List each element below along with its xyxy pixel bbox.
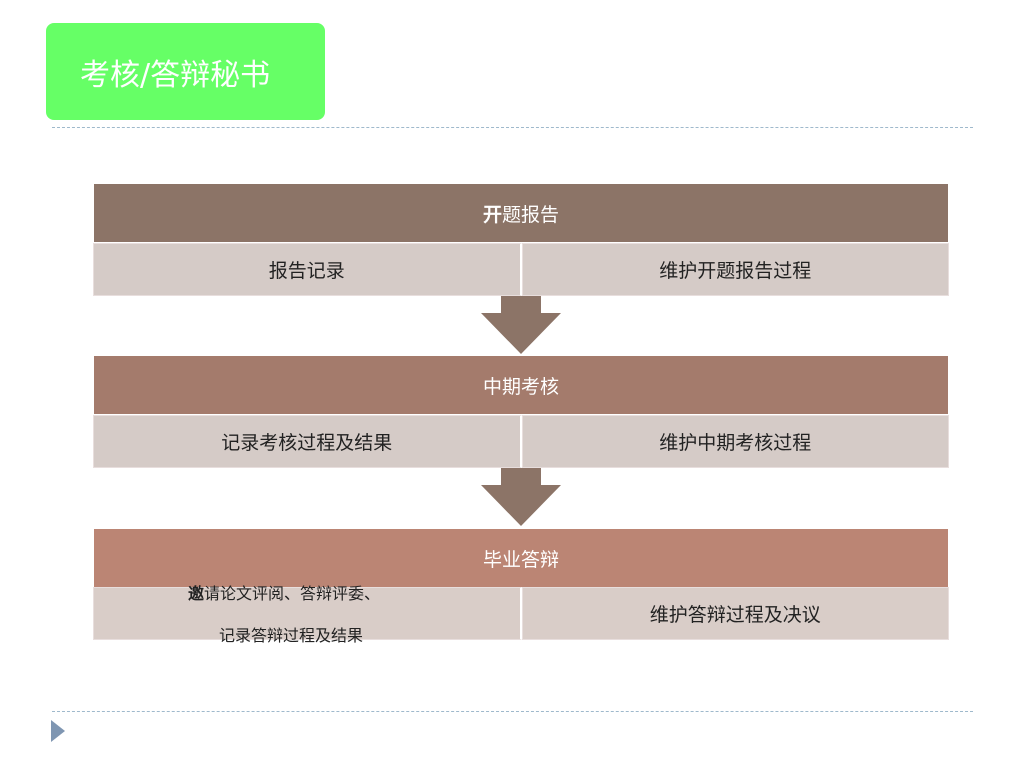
stage-header-proposal: 开题报告 — [94, 184, 948, 242]
top-divider — [52, 127, 973, 128]
title-box: 考核/答辩秘书 — [46, 23, 325, 120]
bottom-divider — [52, 711, 973, 712]
defense-left-line1-rest: 请论文评阅、答辩评委、 — [204, 584, 381, 603]
title-text-part1: 考核/答 — [80, 57, 181, 93]
proposal-left-cell: 报告记录 — [93, 243, 522, 296]
down-arrow-icon — [481, 468, 561, 526]
defense-right-cell: 维护答辩过程及决议 — [521, 587, 949, 640]
proposal-right-cell: 维护开题报告过程 — [521, 243, 949, 296]
stage-header-defense: 毕业答辩 — [94, 529, 948, 587]
stage-header-midterm: 中期考核 — [94, 356, 948, 414]
defense-left-line1-bold: 邀 — [188, 584, 205, 603]
defense-left-cell: 邀请论文评阅、答辩评委、 记录答辩过程及结果 — [93, 584, 522, 645]
down-arrow-icon — [481, 296, 561, 354]
title-text-part2: 辩秘书 — [180, 57, 271, 93]
stage-header-proposal-bold: 开 — [482, 203, 502, 226]
defense-left-line2: 记录答辩过程及结果 — [219, 626, 364, 645]
midterm-right-cell: 维护中期考核过程 — [521, 415, 949, 468]
stage-row-proposal: 报告记录 维护开题报告过程 — [93, 243, 949, 296]
defense-left-line1: 邀请论文评阅、答辩评委、 — [188, 580, 380, 604]
stage-row-midterm: 记录考核过程及结果 维护中期考核过程 — [93, 415, 949, 468]
midterm-left-cell: 记录考核过程及结果 — [93, 415, 522, 468]
stage-header-proposal-rest: 题报告 — [502, 203, 560, 226]
play-triangle-icon[interactable] — [51, 720, 65, 742]
stage-row-defense: 邀请论文评阅、答辩评委、 记录答辩过程及结果 维护答辩过程及决议 — [93, 584, 949, 645]
